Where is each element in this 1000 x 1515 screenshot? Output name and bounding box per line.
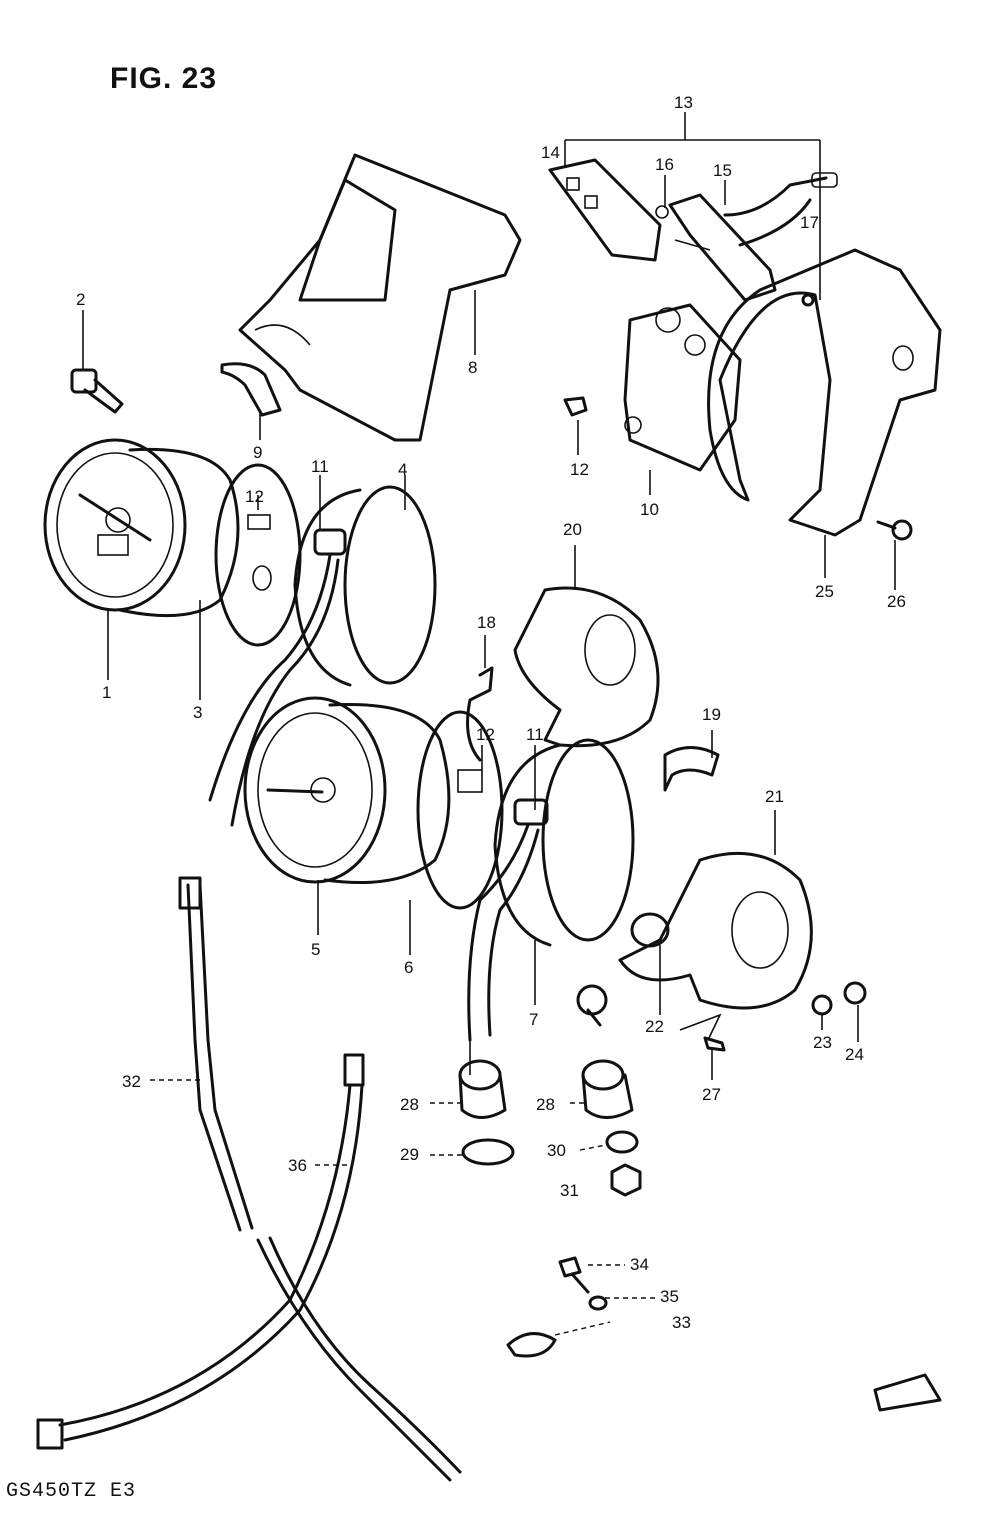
callout-21: 21 — [765, 787, 784, 806]
callout-33: 33 — [672, 1313, 691, 1332]
callout-4: 4 — [398, 460, 407, 479]
callout-6: 6 — [404, 958, 413, 977]
callout-18: 18 — [477, 613, 496, 632]
part-tachometer-case — [416, 710, 504, 910]
part-wire-harness — [723, 172, 838, 247]
callout-36: 36 — [288, 1156, 307, 1175]
callout-11-lower: 11 — [526, 725, 544, 744]
part-washer-30 — [605, 1130, 639, 1154]
callout-11-upper: 11 — [311, 457, 329, 476]
callout-26: 26 — [887, 592, 906, 611]
part-grommet-28-left — [458, 1059, 507, 1119]
callout-32: 32 — [122, 1072, 141, 1091]
callout-12-left: 12 — [245, 487, 264, 506]
callout-31: 31 — [560, 1181, 579, 1200]
part-indicator-housing — [623, 303, 742, 472]
part-bulb-12-top — [563, 396, 588, 417]
part-clamp-33 — [506, 1332, 557, 1358]
part-cushion-19 — [663, 746, 720, 792]
callout-2: 2 — [76, 290, 85, 309]
part-grommet-28-right — [581, 1059, 634, 1119]
model-code: GS450TZ E3 — [6, 1480, 137, 1503]
part-washer-35 — [588, 1295, 608, 1311]
callout-17: 17 — [800, 213, 819, 232]
callout-28-right: 28 — [536, 1095, 555, 1114]
part-screw-17 — [801, 293, 815, 307]
callout-labels: 1 2 3 4 5 6 7 8 9 10 11 11 12 12 12 13 1… — [76, 93, 906, 1332]
part-speedometer-cable — [178, 876, 462, 1482]
callout-1: 1 — [102, 683, 111, 702]
callout-19: 19 — [702, 705, 721, 724]
callout-12-center: 12 — [476, 725, 495, 744]
callout-30: 30 — [547, 1141, 566, 1160]
part-clip — [220, 362, 282, 417]
leader-lines — [82, 112, 896, 1299]
part-tachometer-lower-case — [493, 738, 635, 947]
callout-20: 20 — [563, 520, 582, 539]
part-socket-upper — [208, 528, 347, 827]
part-washer-23 — [811, 994, 833, 1016]
part-nut-31 — [610, 1163, 642, 1197]
callout-10: 10 — [640, 500, 659, 519]
callout-5: 5 — [311, 940, 320, 959]
part-clip-18 — [466, 666, 494, 762]
part-meter-cover — [238, 153, 522, 442]
part-washer-29 — [461, 1138, 515, 1166]
part-bulb-top — [70, 368, 124, 414]
part-bolt-26 — [876, 519, 913, 541]
callout-7: 7 — [529, 1010, 538, 1029]
callout-13: 13 — [674, 93, 693, 112]
callout-28-left: 28 — [400, 1095, 419, 1114]
callout-34: 34 — [630, 1255, 649, 1274]
callout-35: 35 — [660, 1287, 679, 1306]
part-bracket-upper — [513, 586, 660, 748]
callout-8: 8 — [468, 358, 477, 377]
callout-15: 15 — [713, 161, 732, 180]
part-socket-lower — [467, 798, 549, 1042]
callout-3: 3 — [193, 703, 202, 722]
part-bolt-34 — [558, 1256, 590, 1294]
callout-24: 24 — [845, 1045, 864, 1064]
part-bracket-lower — [618, 851, 813, 1010]
part-tachometer — [243, 696, 451, 884]
part-bolt-22 — [576, 912, 670, 1027]
callout-9: 9 — [253, 443, 262, 462]
part-speedometer — [43, 438, 240, 618]
callout-25: 25 — [815, 582, 834, 601]
callout-16: 16 — [655, 155, 674, 174]
callout-23: 23 — [813, 1033, 832, 1052]
callout-14: 14 — [541, 143, 560, 162]
callout-12-right: 12 — [570, 460, 589, 479]
part-nut-24 — [843, 981, 867, 1005]
callout-22: 22 — [645, 1017, 664, 1036]
figure-title: FIG. 23 — [110, 62, 218, 95]
part-indicator-lens — [548, 158, 662, 262]
part-bulb-27 — [703, 1036, 726, 1052]
part-indicator-socket — [655, 193, 777, 302]
callout-27: 27 — [702, 1085, 721, 1104]
part-meter-bracket — [707, 248, 942, 537]
callout-29: 29 — [400, 1145, 419, 1164]
part-speedometer-lower-case — [293, 485, 437, 687]
part-tachometer-cable — [36, 1053, 942, 1450]
